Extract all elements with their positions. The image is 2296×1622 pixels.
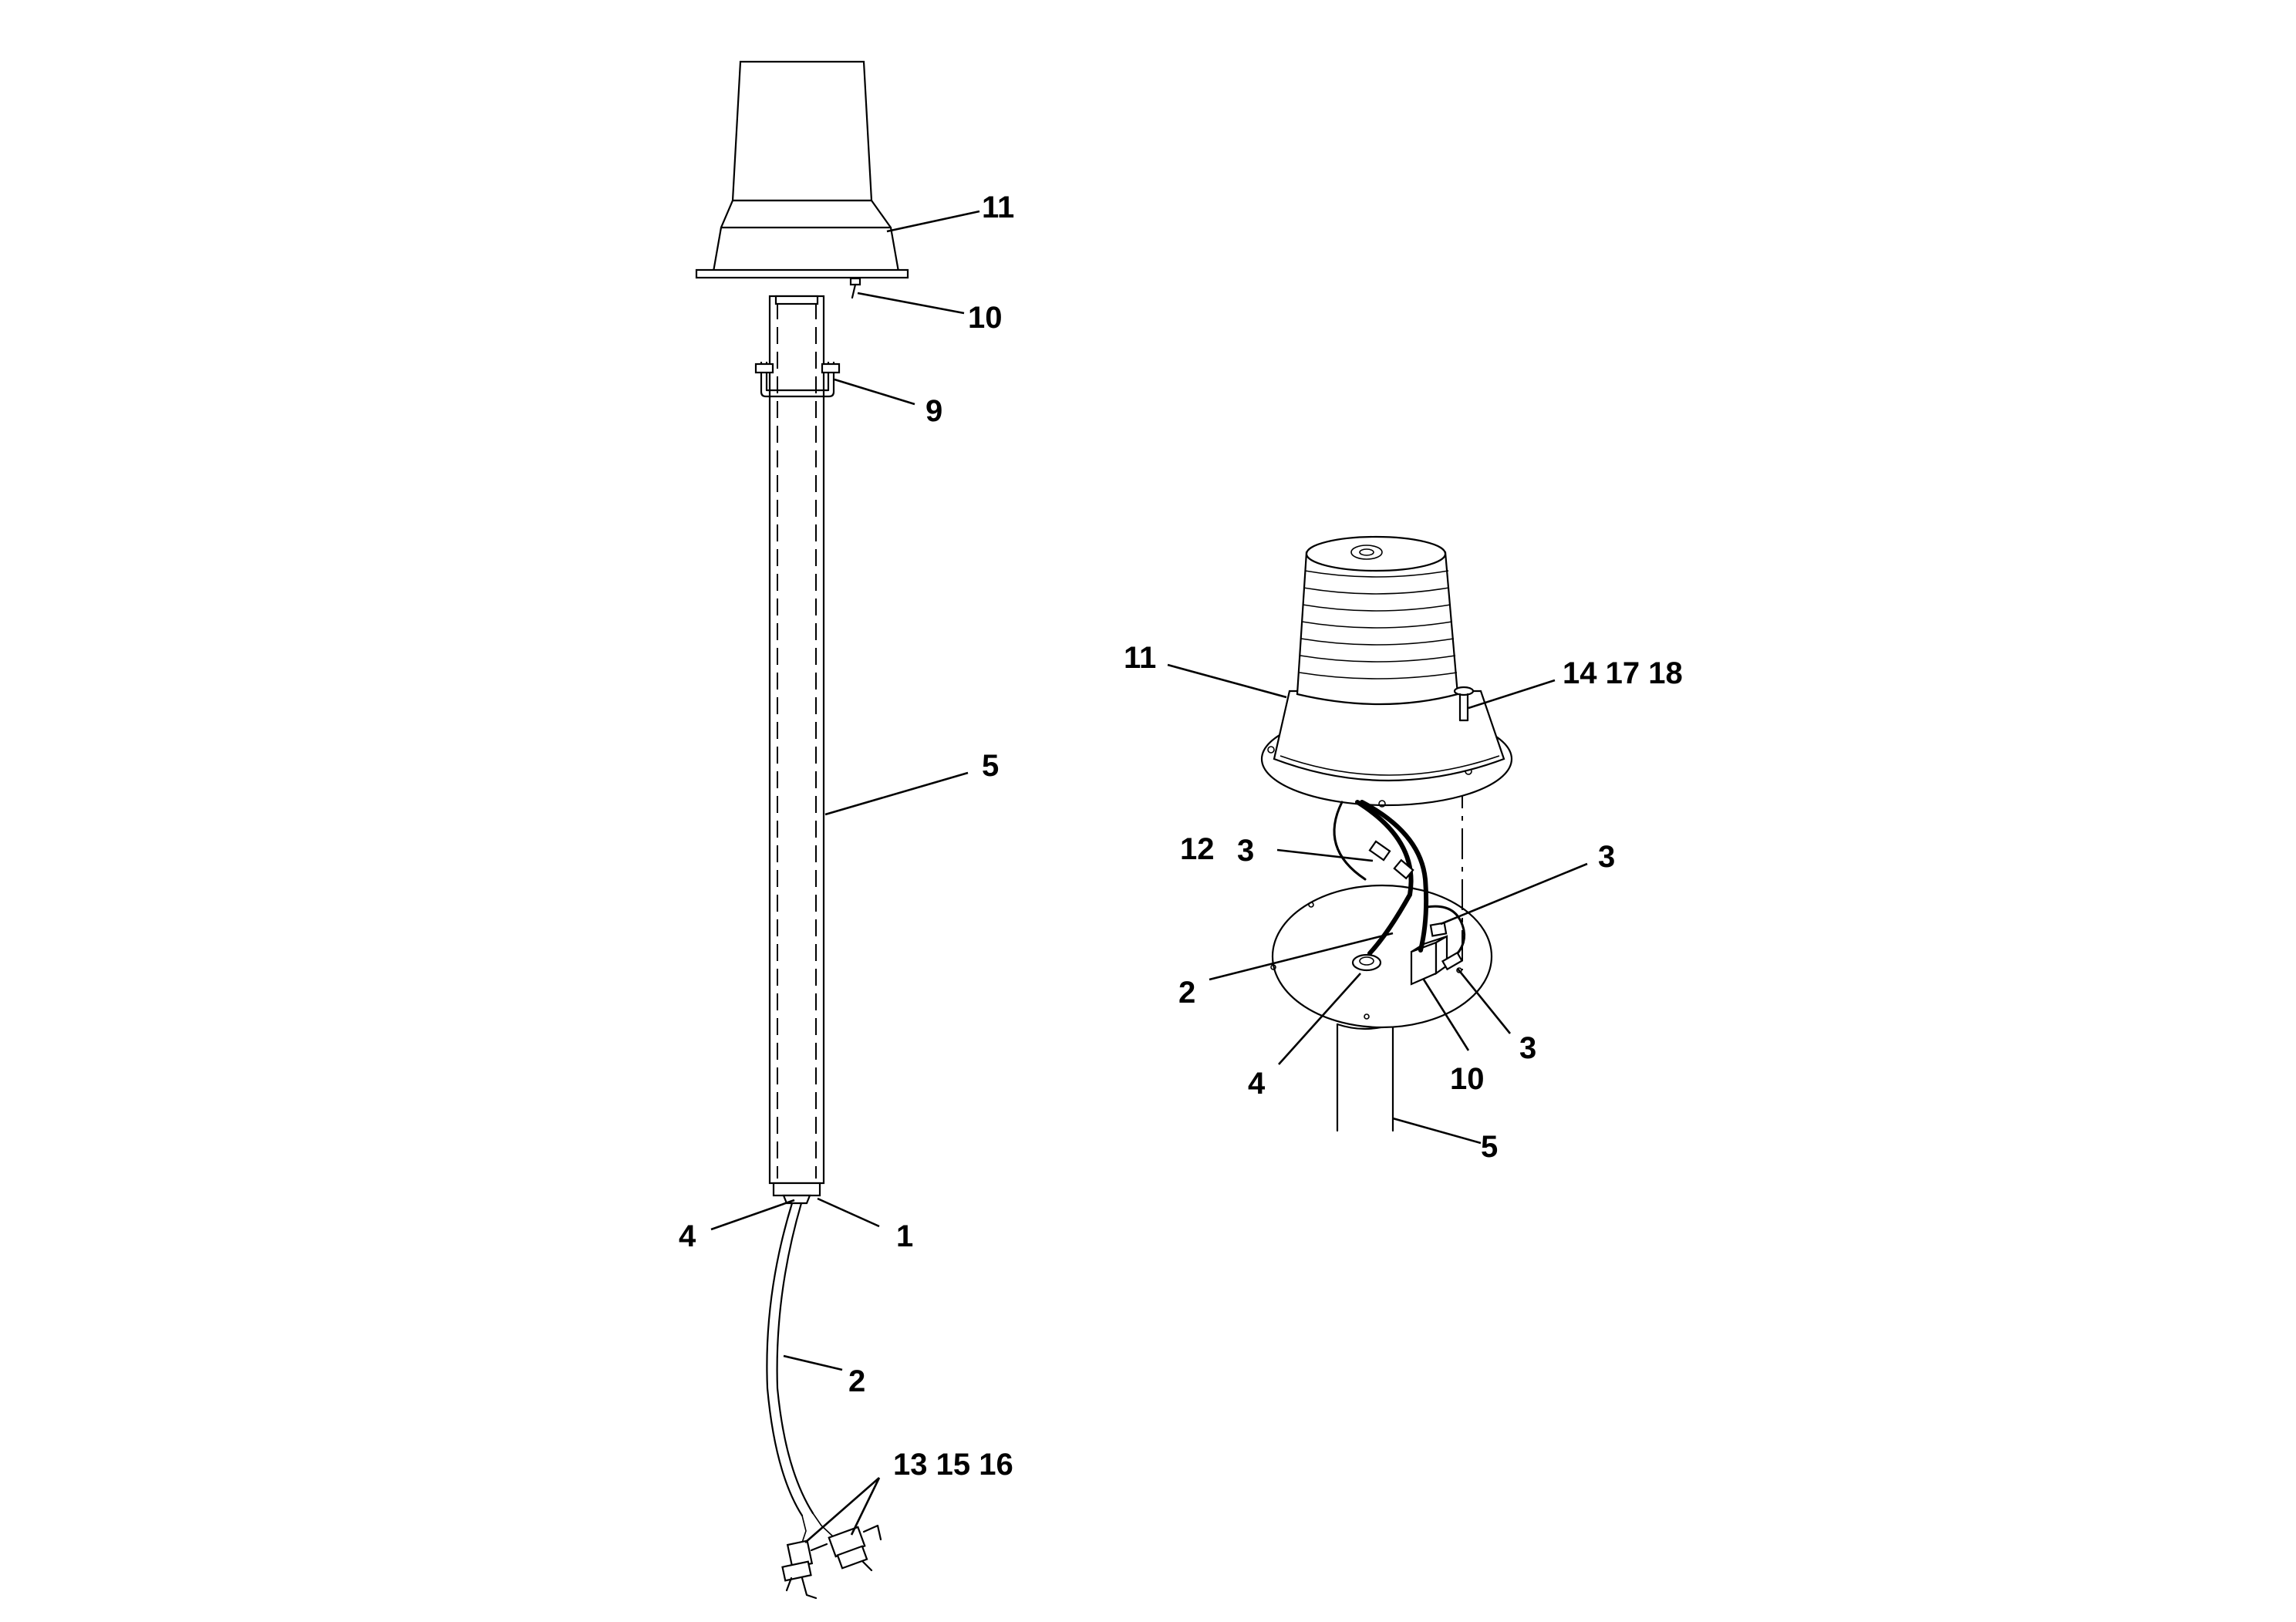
right-spade-connector	[1429, 922, 1448, 937]
left-connector-b	[828, 1524, 882, 1572]
right-mount-block	[1410, 935, 1448, 986]
right-leader-11	[1167, 663, 1287, 699]
left-callout-13-15-16: 13 15 16	[893, 1448, 1013, 1482]
left-bottom-cap	[772, 1182, 821, 1205]
left-callout-10: 10	[968, 301, 1003, 335]
left-beacon-dome	[695, 60, 909, 279]
left-leader-5	[824, 771, 969, 816]
right-callout-14-17-18: 14 17 18	[1563, 656, 1683, 690]
right-leader-3-side	[1456, 968, 1512, 1034]
right-leader-10	[1422, 979, 1470, 1051]
right-callout-3-top: 3	[1598, 840, 1615, 874]
left-callout-11: 11	[982, 191, 1014, 224]
right-harness-connector-b	[1393, 858, 1414, 880]
right-callout-4: 4	[1248, 1067, 1266, 1101]
left-leader-1	[817, 1197, 880, 1228]
right-assembly: 11 14 17 18 12 3 3 2 4 10 3 5	[1124, 535, 1683, 1164]
left-leader-10	[857, 292, 965, 315]
left-callout-2: 2	[848, 1364, 865, 1398]
left-leader-4	[710, 1199, 795, 1231]
left-pole	[768, 295, 825, 1185]
right-fastener-bolt	[1453, 686, 1475, 722]
left-callout-4: 4	[679, 1219, 696, 1253]
right-callout-12: 12	[1180, 832, 1215, 866]
right-leader-4	[1278, 973, 1361, 1065]
left-callout-5: 5	[982, 749, 999, 783]
left-leader-13-a	[804, 1477, 880, 1543]
right-leader-5	[1392, 1117, 1482, 1145]
right-callout-10: 10	[1450, 1062, 1485, 1096]
right-callout-2: 2	[1178, 976, 1195, 1010]
left-callout-9: 9	[925, 394, 942, 428]
left-leader-2	[783, 1354, 843, 1371]
right-callout-3-side: 3	[1519, 1031, 1536, 1065]
right-grommet	[1351, 953, 1382, 972]
right-wiring	[1333, 800, 1466, 963]
right-leader-3-harness	[1276, 848, 1374, 862]
right-pole	[1336, 1023, 1394, 1132]
left-assembly: 11 10 9 5 4 1 2 13 15 16	[679, 60, 1014, 1600]
left-connector-a	[781, 1539, 828, 1600]
left-cable	[766, 1202, 834, 1543]
right-side-connector	[1441, 951, 1464, 971]
right-base-plate	[1270, 884, 1493, 1029]
right-leader-3-top	[1440, 862, 1588, 926]
left-leader-13-b	[850, 1477, 881, 1536]
right-callout-5: 5	[1481, 1130, 1498, 1164]
right-beacon	[1260, 535, 1513, 808]
right-leader-2	[1209, 932, 1394, 981]
left-screw	[849, 277, 861, 299]
right-callout-11: 11	[1124, 641, 1156, 675]
right-callout-3-harness: 3	[1237, 834, 1254, 868]
left-u-bolt	[754, 361, 841, 398]
right-leader-14	[1468, 679, 1556, 710]
right-harness-connector-a	[1368, 840, 1391, 862]
left-callout-1: 1	[896, 1219, 913, 1253]
left-leader-11	[886, 210, 980, 233]
left-leader-9	[834, 378, 915, 406]
